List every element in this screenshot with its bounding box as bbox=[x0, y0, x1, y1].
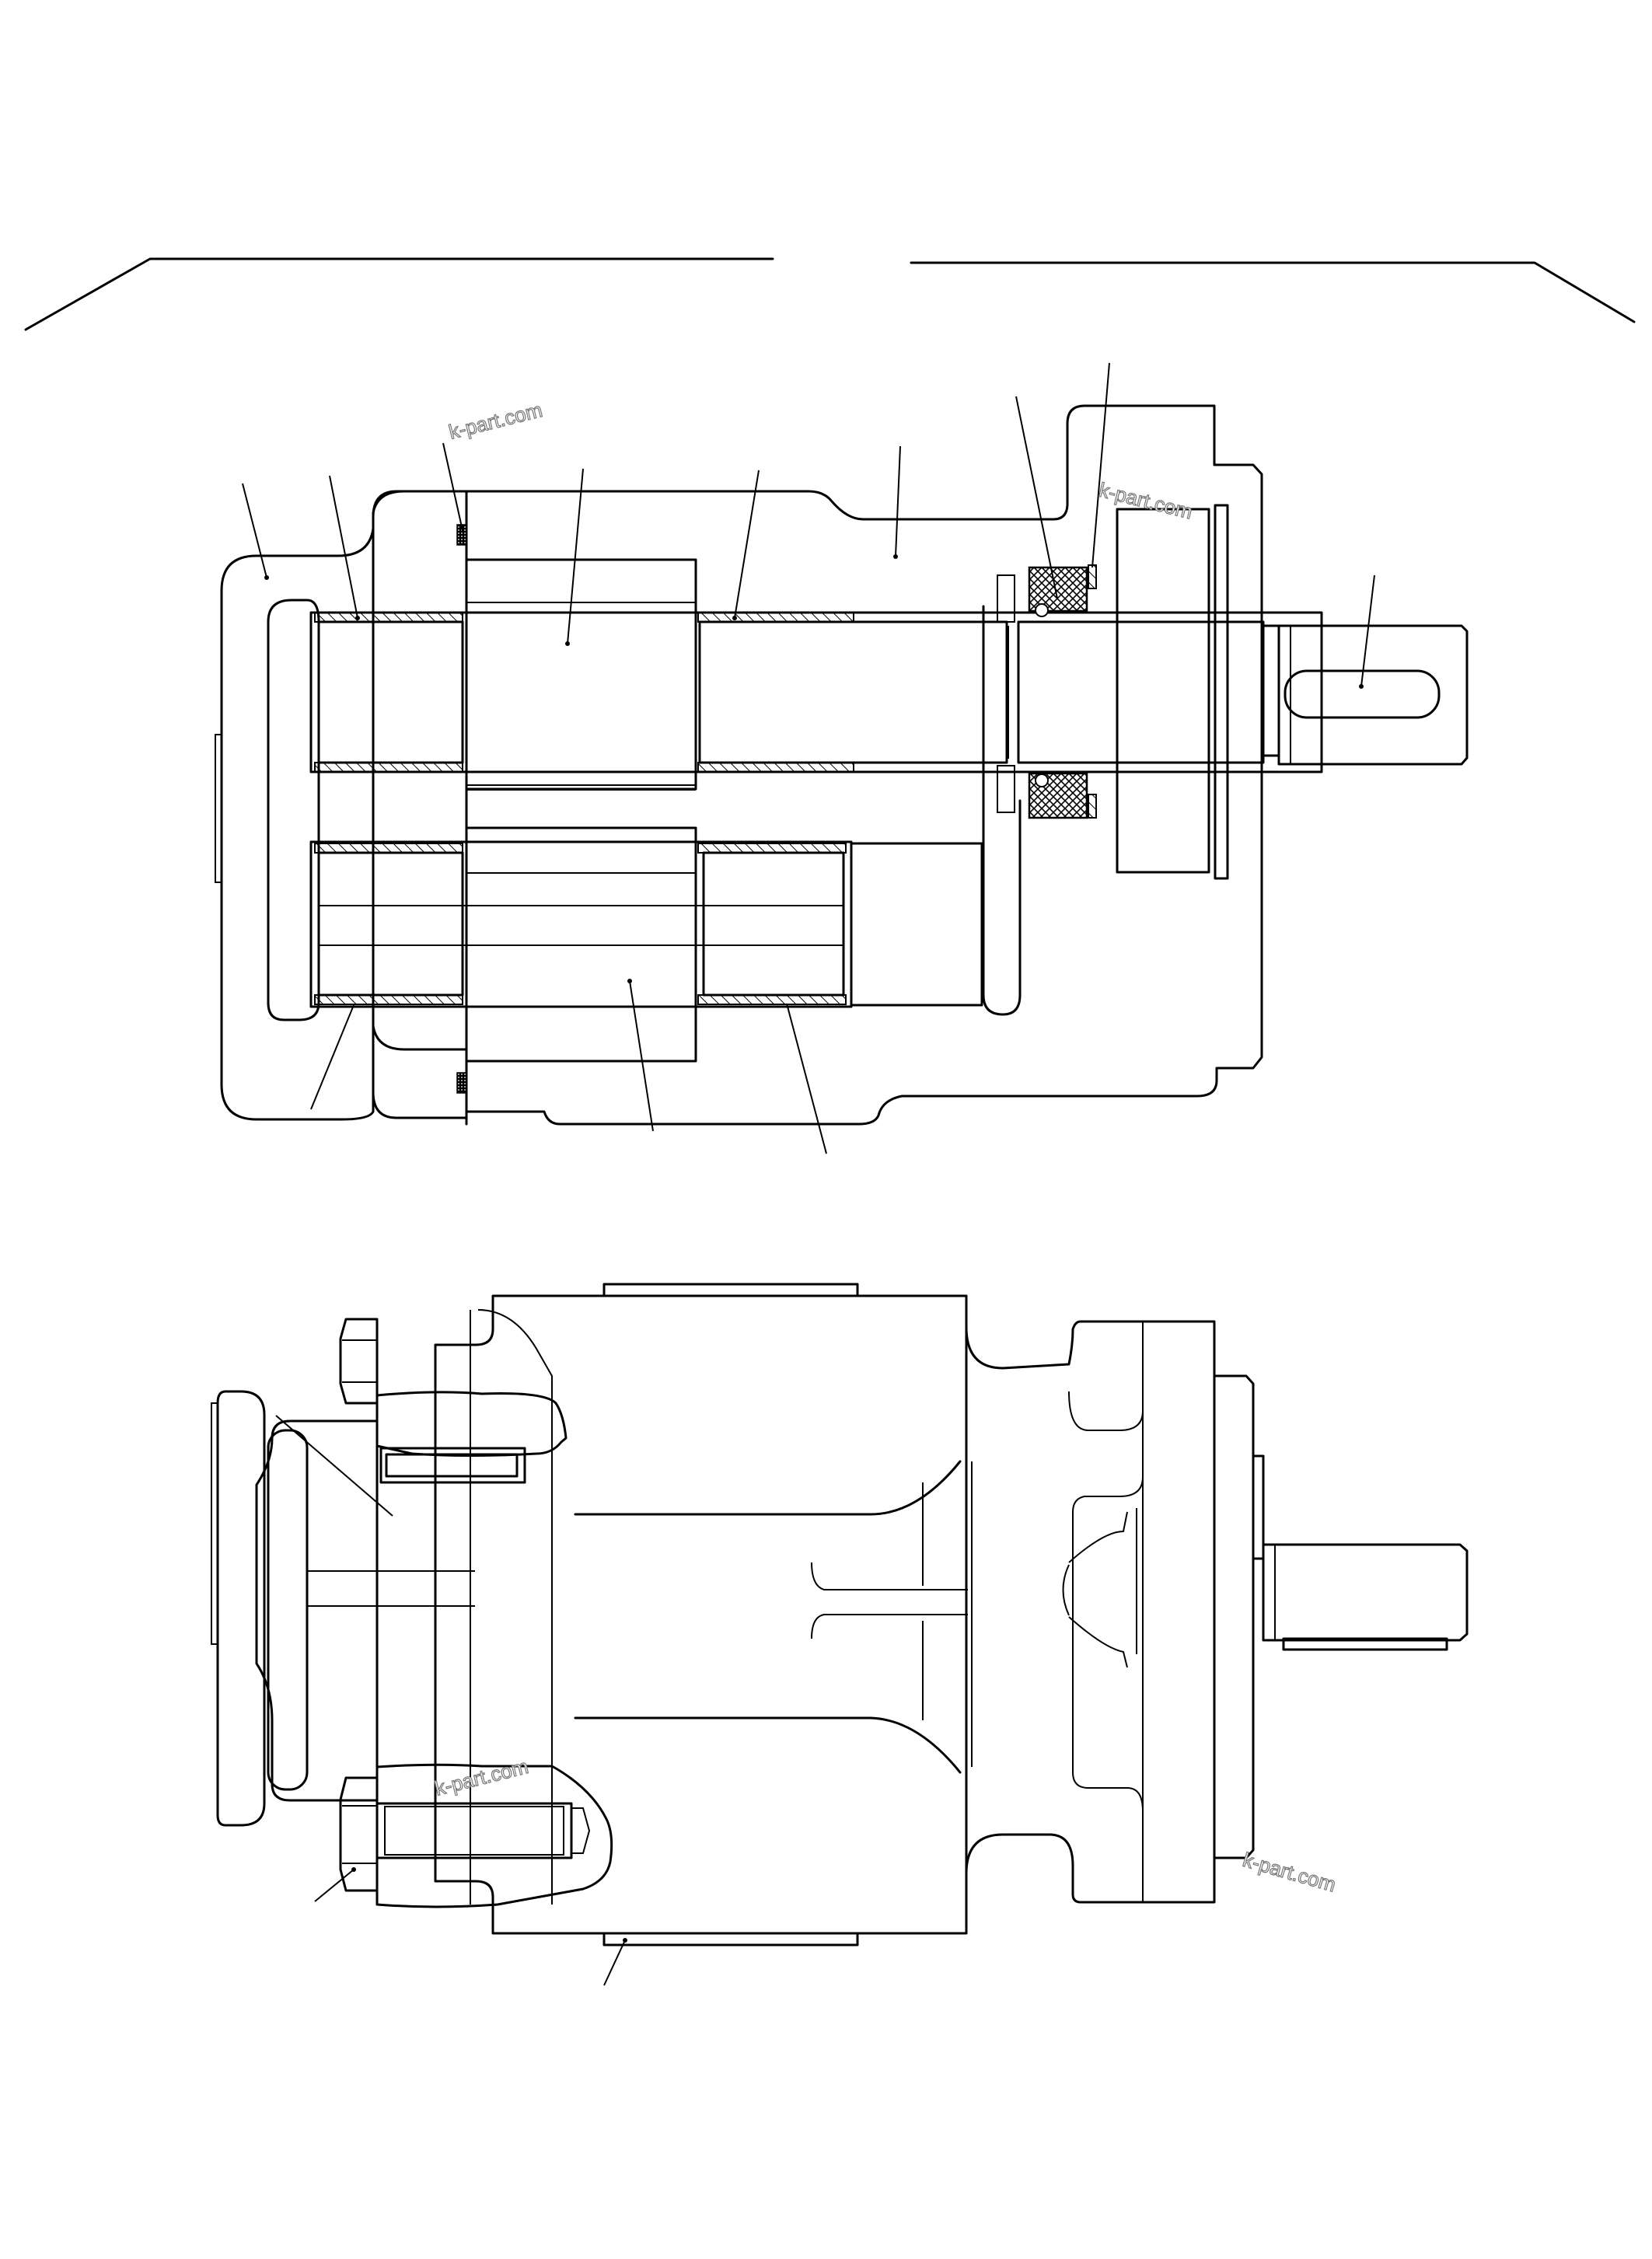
main-housing bbox=[465, 404, 1263, 1126]
watermark-1: k-part.com bbox=[446, 398, 544, 444]
drive-shaft bbox=[1262, 624, 1469, 766]
watermark-4: k-part.com bbox=[1240, 1848, 1338, 1897]
center-body bbox=[372, 490, 468, 1119]
cross-section-view bbox=[215, 362, 1469, 1154]
front-flange bbox=[965, 1320, 1216, 1904]
shaft-key bbox=[1282, 1637, 1448, 1651]
watermark-2: k-part.com bbox=[1097, 478, 1195, 524]
pump-body bbox=[434, 1294, 968, 1935]
bolt-cutaway-bottom bbox=[375, 1763, 613, 1908]
leader-lines-bottom bbox=[275, 1415, 627, 1986]
rear-cover bbox=[220, 490, 468, 1121]
bushing-upper-right bbox=[697, 612, 854, 623]
bolt-cutaway-top bbox=[375, 1391, 568, 1457]
external-view bbox=[211, 1283, 1469, 1986]
drive-gear bbox=[465, 558, 697, 791]
bushing-lower-left bbox=[314, 843, 463, 854]
oil-seal bbox=[997, 564, 1097, 819]
frame-lines bbox=[24, 257, 1636, 331]
bushing-lower-right bbox=[697, 843, 847, 854]
rear-cover-external bbox=[255, 1419, 379, 1802]
leader-lines-top bbox=[242, 362, 1375, 1154]
bushing-upper-left bbox=[314, 612, 463, 623]
keyway bbox=[1284, 669, 1441, 719]
o-ring-bottom bbox=[456, 1072, 467, 1094]
watermark-3: k-part.com bbox=[432, 1754, 530, 1800]
